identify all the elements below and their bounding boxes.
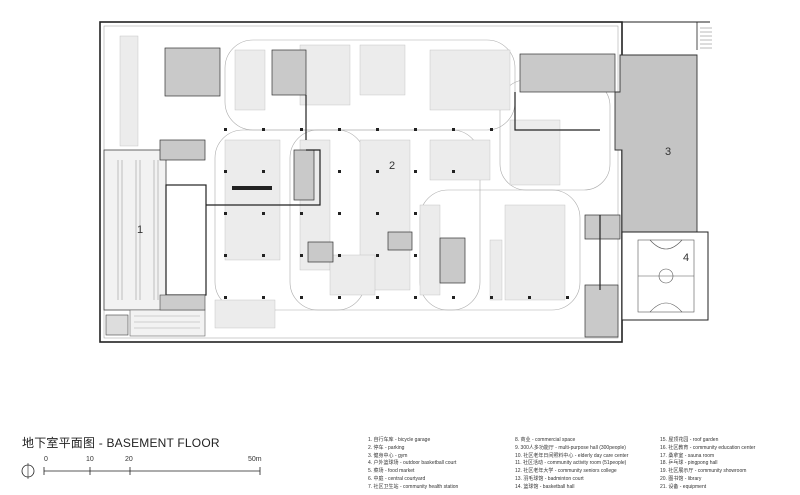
zone-label-3: 3 xyxy=(665,146,672,158)
ramp-core xyxy=(165,184,207,296)
legend-column-2: 8. 商业 - commercial space 9. 300人多功能厅 - m… xyxy=(515,437,628,492)
bicycle-lower xyxy=(129,309,206,337)
floor-plan xyxy=(99,21,712,343)
legend-item: 1. 自行车库 - bicycle garage xyxy=(368,437,431,443)
zone-label-1: 1 xyxy=(137,224,144,236)
structural-columns xyxy=(224,128,569,299)
court-arc-bottom xyxy=(649,302,683,313)
legend-item: 9. 300人多功能厅 - multi-purpose hall (300peo… xyxy=(515,444,626,451)
legend-item: 7. 社区卫生站 - community health station xyxy=(368,483,459,490)
legend-item: 17. 桑拿室 - sauna room xyxy=(660,452,715,459)
corridors xyxy=(206,92,601,290)
zone-label-2: 2 xyxy=(389,160,396,172)
service-rooms xyxy=(159,47,621,338)
drawing-title: 地下室平面图 - BASEMENT FLOOR xyxy=(22,436,220,450)
scale-tick-0: 0 xyxy=(44,456,48,463)
legend-item: 18. 乒乓球 - pingpong hall xyxy=(660,460,718,467)
legend-item: 12. 社区老年大学 - community seniors college xyxy=(515,468,617,475)
stair-hatch-top xyxy=(700,27,712,49)
legend-item: 14. 篮球馆 - basketball hall xyxy=(515,483,575,490)
scale-bar-graphic xyxy=(21,463,261,479)
lower-racks xyxy=(134,315,200,329)
legend-item: 20. 图书馆 - library xyxy=(660,475,702,482)
legend-column-3: 15. 屋顶花园 - roof garden 16. 社区教育 - commun… xyxy=(660,437,755,492)
room-s1 xyxy=(159,294,206,311)
legend-item: 4. 户外篮球场 - outdoor basketball court xyxy=(368,460,457,467)
legend-item: 13. 羽毛球馆 - badminton court xyxy=(515,475,584,482)
gym-zone xyxy=(614,54,698,233)
room-sw xyxy=(105,314,129,336)
legend-item: 3. 健身中心 - gym xyxy=(368,452,408,459)
legend-item: 6. 中庭 - central courtyard xyxy=(368,475,426,482)
scale-tick-50: 50m xyxy=(248,456,262,463)
court-center-circle xyxy=(658,268,674,284)
scale-tick-10: 10 xyxy=(86,456,94,463)
legend-item: 10. 社区老年日间照料中心 - elderly day care center xyxy=(515,452,629,459)
legend-item: 5. 菜场 - food market xyxy=(368,468,415,475)
scale-bar: 0 10 20 50m xyxy=(20,456,270,486)
court-arc-top xyxy=(649,239,683,250)
legend-item: 21. 设备 - equipment xyxy=(660,483,707,490)
legend-column-1: 1. 自行车库 - bicycle garage 2. 停车 - parking… xyxy=(368,437,458,492)
legend-item: 11. 社区活动 - community activity room (51pe… xyxy=(515,460,627,467)
legend-item: 8. 商业 - commercial space xyxy=(515,437,576,443)
zone-label-4: 4 xyxy=(683,252,690,264)
bicycle-garage xyxy=(103,149,167,311)
bicycle-racks xyxy=(117,160,159,300)
dark-strip xyxy=(232,186,272,190)
scale-tick-20: 20 xyxy=(125,456,133,463)
legend-item: 15. 屋顶花园 - roof garden xyxy=(660,437,719,443)
legend-item: 19. 社区展示厅 - community showroom xyxy=(660,468,747,475)
legend-item: 16. 社区教育 - community education center xyxy=(660,444,756,451)
parking-stalls xyxy=(119,35,566,329)
legend-item: 2. 停车 - parking xyxy=(368,444,405,451)
